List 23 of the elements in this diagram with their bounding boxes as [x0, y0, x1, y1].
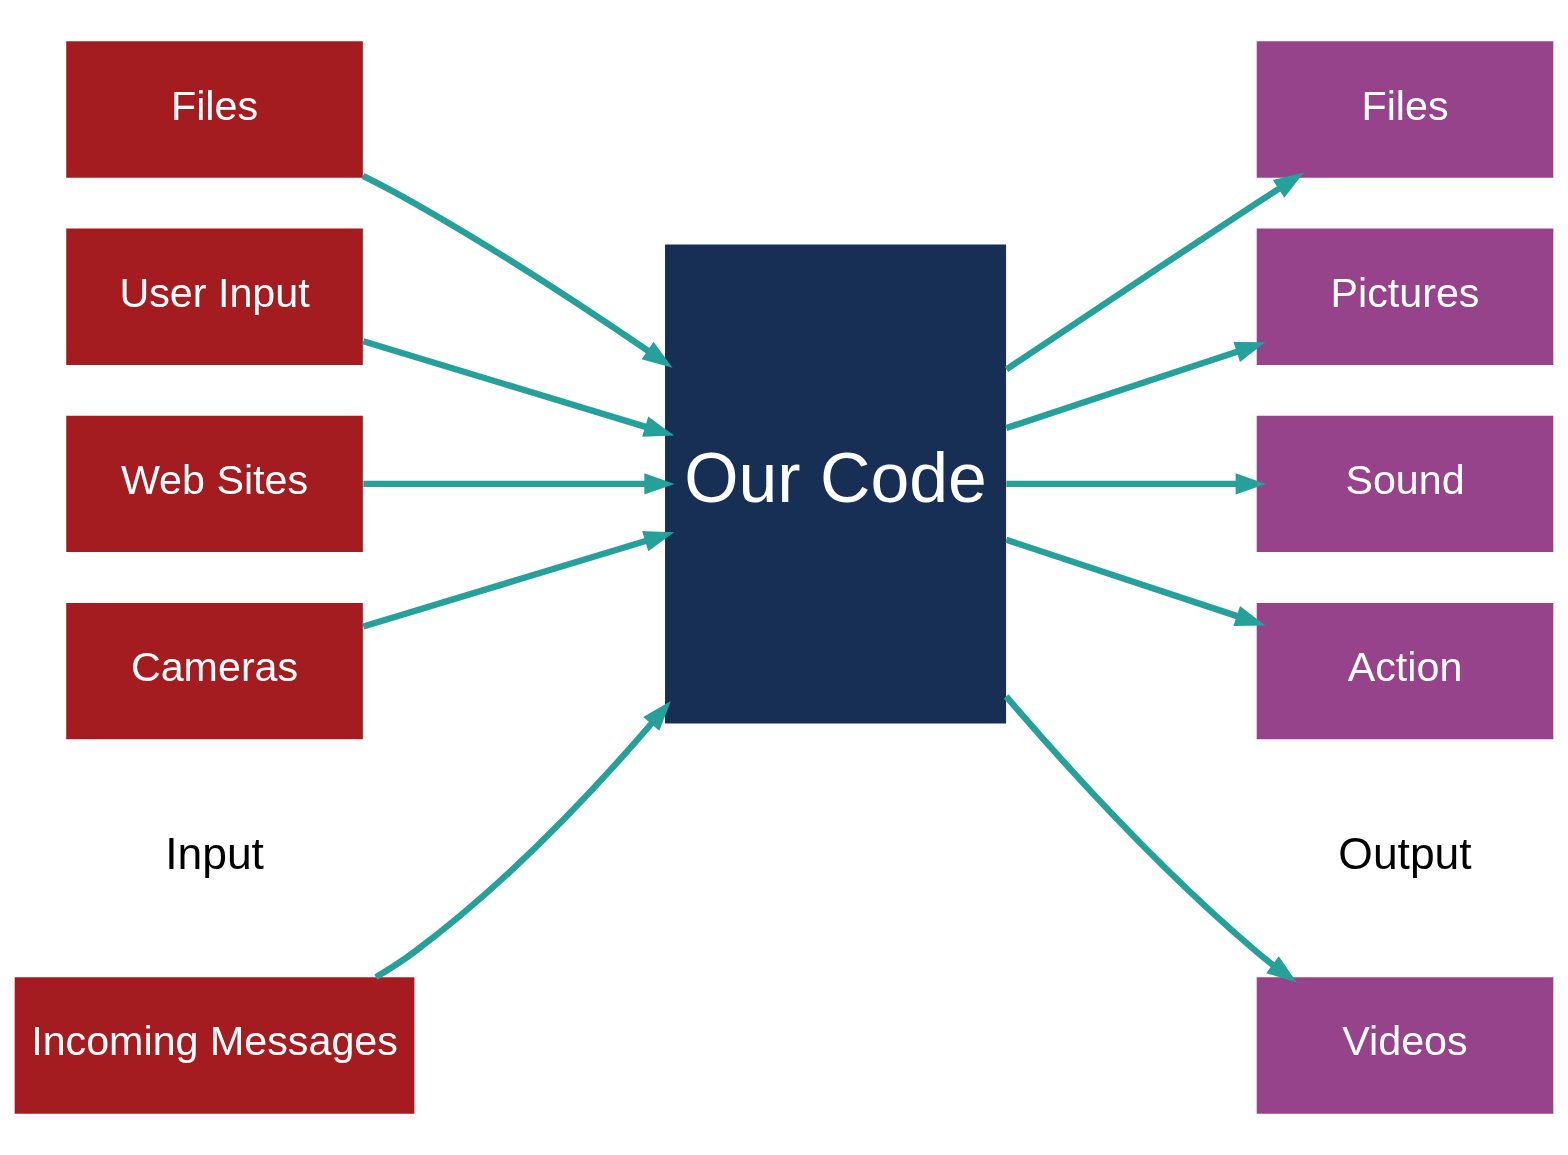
- node-box: Incoming Messages: [14, 977, 415, 1114]
- label: Output: [1338, 829, 1472, 879]
- arrow: [1005, 536, 1266, 627]
- arrow: [1005, 341, 1266, 432]
- arrow: [363, 473, 675, 495]
- node-box: Our Code: [665, 244, 1007, 724]
- arrow: [1006, 473, 1266, 495]
- arrow: [374, 700, 671, 980]
- arrow: [362, 338, 675, 437]
- arrow: [361, 173, 673, 368]
- label: Input: [165, 829, 264, 879]
- node-box: Web Sites: [66, 415, 363, 553]
- node-box: Cameras: [66, 602, 363, 740]
- node-box: Pictures: [1256, 228, 1554, 365]
- node-box: Sound: [1256, 415, 1554, 553]
- node-box: Videos: [1256, 977, 1554, 1114]
- arrow: [1004, 172, 1304, 372]
- node-box: Files: [66, 41, 363, 178]
- node-box: Files: [1256, 41, 1554, 178]
- node-box: User Input: [66, 228, 363, 365]
- arrow: [362, 530, 675, 630]
- arrow: [1003, 694, 1297, 983]
- node-box: Action: [1256, 602, 1554, 740]
